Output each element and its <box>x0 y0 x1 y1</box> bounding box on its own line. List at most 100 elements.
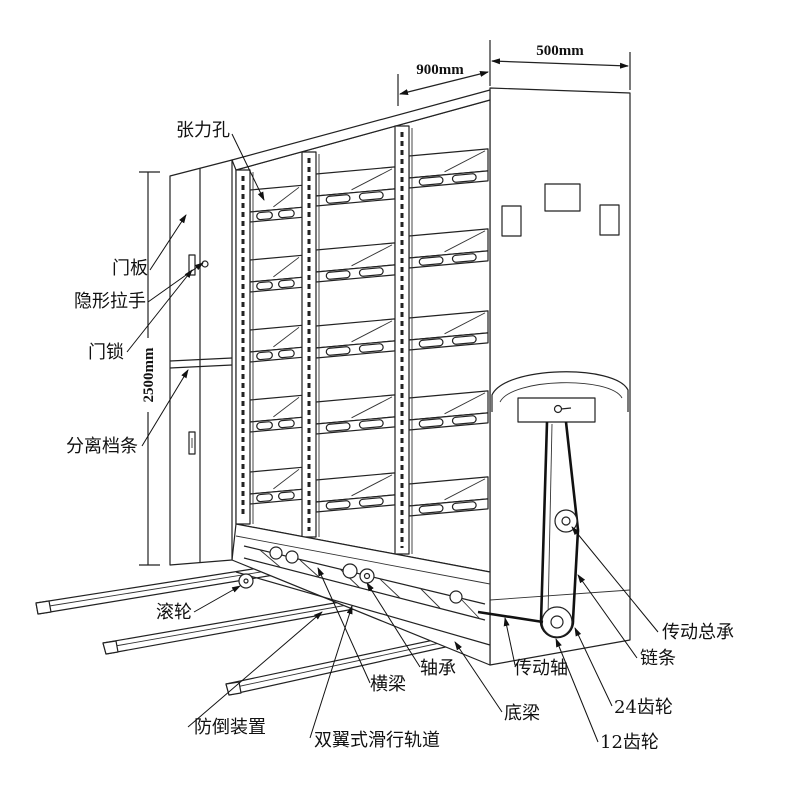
shelf-rod <box>273 256 300 278</box>
shelf-rod <box>444 312 486 335</box>
handwheel-housing-inner-arch <box>499 382 623 403</box>
leader-separator-strip <box>141 369 189 447</box>
truss-diagonal <box>379 578 401 599</box>
shelf-rod <box>444 392 486 415</box>
transmission-assembly <box>491 371 629 423</box>
label-sliding-rail: 双翼式滑行轨道 <box>314 730 440 751</box>
shelf-rod <box>444 230 486 253</box>
label-separator-strip: 分离档条 <box>66 436 138 457</box>
chain-drive <box>539 421 580 639</box>
upright-c <box>394 125 413 555</box>
shelf <box>249 466 303 505</box>
rail-body <box>102 599 355 655</box>
leader-sliding-rail <box>309 605 353 739</box>
rail-end-cap <box>35 600 52 615</box>
bottom-beam-top-edge <box>235 571 491 646</box>
tension-hole <box>256 211 273 221</box>
door-panel <box>169 159 233 566</box>
dimensions: 2500mm 900mm 500mm <box>139 40 631 566</box>
top-fascia <box>231 89 491 171</box>
roller <box>238 573 254 589</box>
tension-hole <box>325 422 351 432</box>
handle-lever <box>560 407 572 410</box>
label-door-panel: 门板 <box>112 258 148 279</box>
tension-hole <box>325 346 351 356</box>
tension-hole <box>325 194 351 204</box>
handwheel-housing-arch <box>491 371 629 412</box>
shelf <box>408 148 489 189</box>
shelf <box>408 476 489 517</box>
truss-diagonal <box>299 559 321 579</box>
base-wheel <box>285 550 299 564</box>
tension-hole <box>256 493 273 503</box>
tension-hole <box>256 281 273 291</box>
leader-gear-12 <box>555 638 599 743</box>
label-roller: 滚轮 <box>156 602 192 623</box>
separator-strip-top <box>169 357 233 362</box>
chain-inner-strand <box>547 423 553 617</box>
gear-24-hub <box>561 516 571 526</box>
label-crossbeam: 横梁 <box>370 674 406 695</box>
tension-hole <box>278 419 295 429</box>
truss-lower-chord <box>243 557 486 621</box>
tension-hole <box>418 176 444 186</box>
rail-end-cap <box>102 640 119 655</box>
tension-hole <box>418 504 444 514</box>
panel-label-frame <box>544 183 581 212</box>
leader-transmission-assembly <box>571 526 659 633</box>
tension-hole <box>325 270 351 280</box>
tension-hole <box>451 173 477 183</box>
rail-2 <box>102 599 355 655</box>
shelf-rod <box>351 168 393 191</box>
shelf <box>315 318 396 359</box>
base-wheel <box>342 563 358 579</box>
shelf-rod <box>273 326 300 348</box>
upright-a <box>235 169 254 525</box>
tension-hole <box>418 418 444 428</box>
tension-hole <box>278 349 295 359</box>
shelf-rod <box>273 186 300 208</box>
shelf-rod <box>444 478 486 501</box>
shelf-rod <box>351 474 393 497</box>
tension-hole <box>418 256 444 266</box>
drive-shaft <box>477 610 544 624</box>
width-dim-line <box>491 58 629 69</box>
depth-dim-line <box>399 71 489 95</box>
gear-12-lower <box>541 606 573 638</box>
truss-diagonal <box>459 597 481 620</box>
depth-dimension: 900mm <box>416 62 464 78</box>
shelf-rod <box>444 150 486 173</box>
rail-edge <box>36 569 274 609</box>
leader-drive-shaft <box>503 617 516 666</box>
truss-diagonal <box>259 549 281 568</box>
tension-hole <box>451 415 477 425</box>
base-frame <box>231 523 544 666</box>
tension-hole <box>358 343 384 353</box>
leader-hidden-handle <box>147 262 204 303</box>
label-drive-shaft: 传动轴 <box>514 658 568 679</box>
label-chain: 链条 <box>640 648 676 669</box>
label-tension-hole: 张力孔 <box>176 120 230 141</box>
tension-hole <box>278 209 295 219</box>
tension-hole <box>451 253 477 263</box>
label-door-lock: 门锁 <box>88 342 124 363</box>
truss-diagonal <box>419 587 441 609</box>
tension-hole <box>358 191 384 201</box>
label-hidden-handle: 隐形拉手 <box>74 291 146 312</box>
width-dimension: 500mm <box>536 43 584 59</box>
shelf <box>249 184 303 223</box>
rail-edge <box>103 603 354 649</box>
panel-vent-right <box>599 204 620 236</box>
shelf <box>249 254 303 293</box>
base-inner-line <box>235 535 491 585</box>
shelf <box>315 242 396 283</box>
leader-lines <box>126 133 659 743</box>
shelf-rod <box>273 468 300 490</box>
right-end-panel <box>489 87 631 666</box>
shelf <box>408 390 489 431</box>
leader-door-panel <box>149 214 187 271</box>
shelf <box>315 472 396 513</box>
bearing-hub <box>363 572 371 580</box>
handle-knob-icon <box>553 404 563 414</box>
